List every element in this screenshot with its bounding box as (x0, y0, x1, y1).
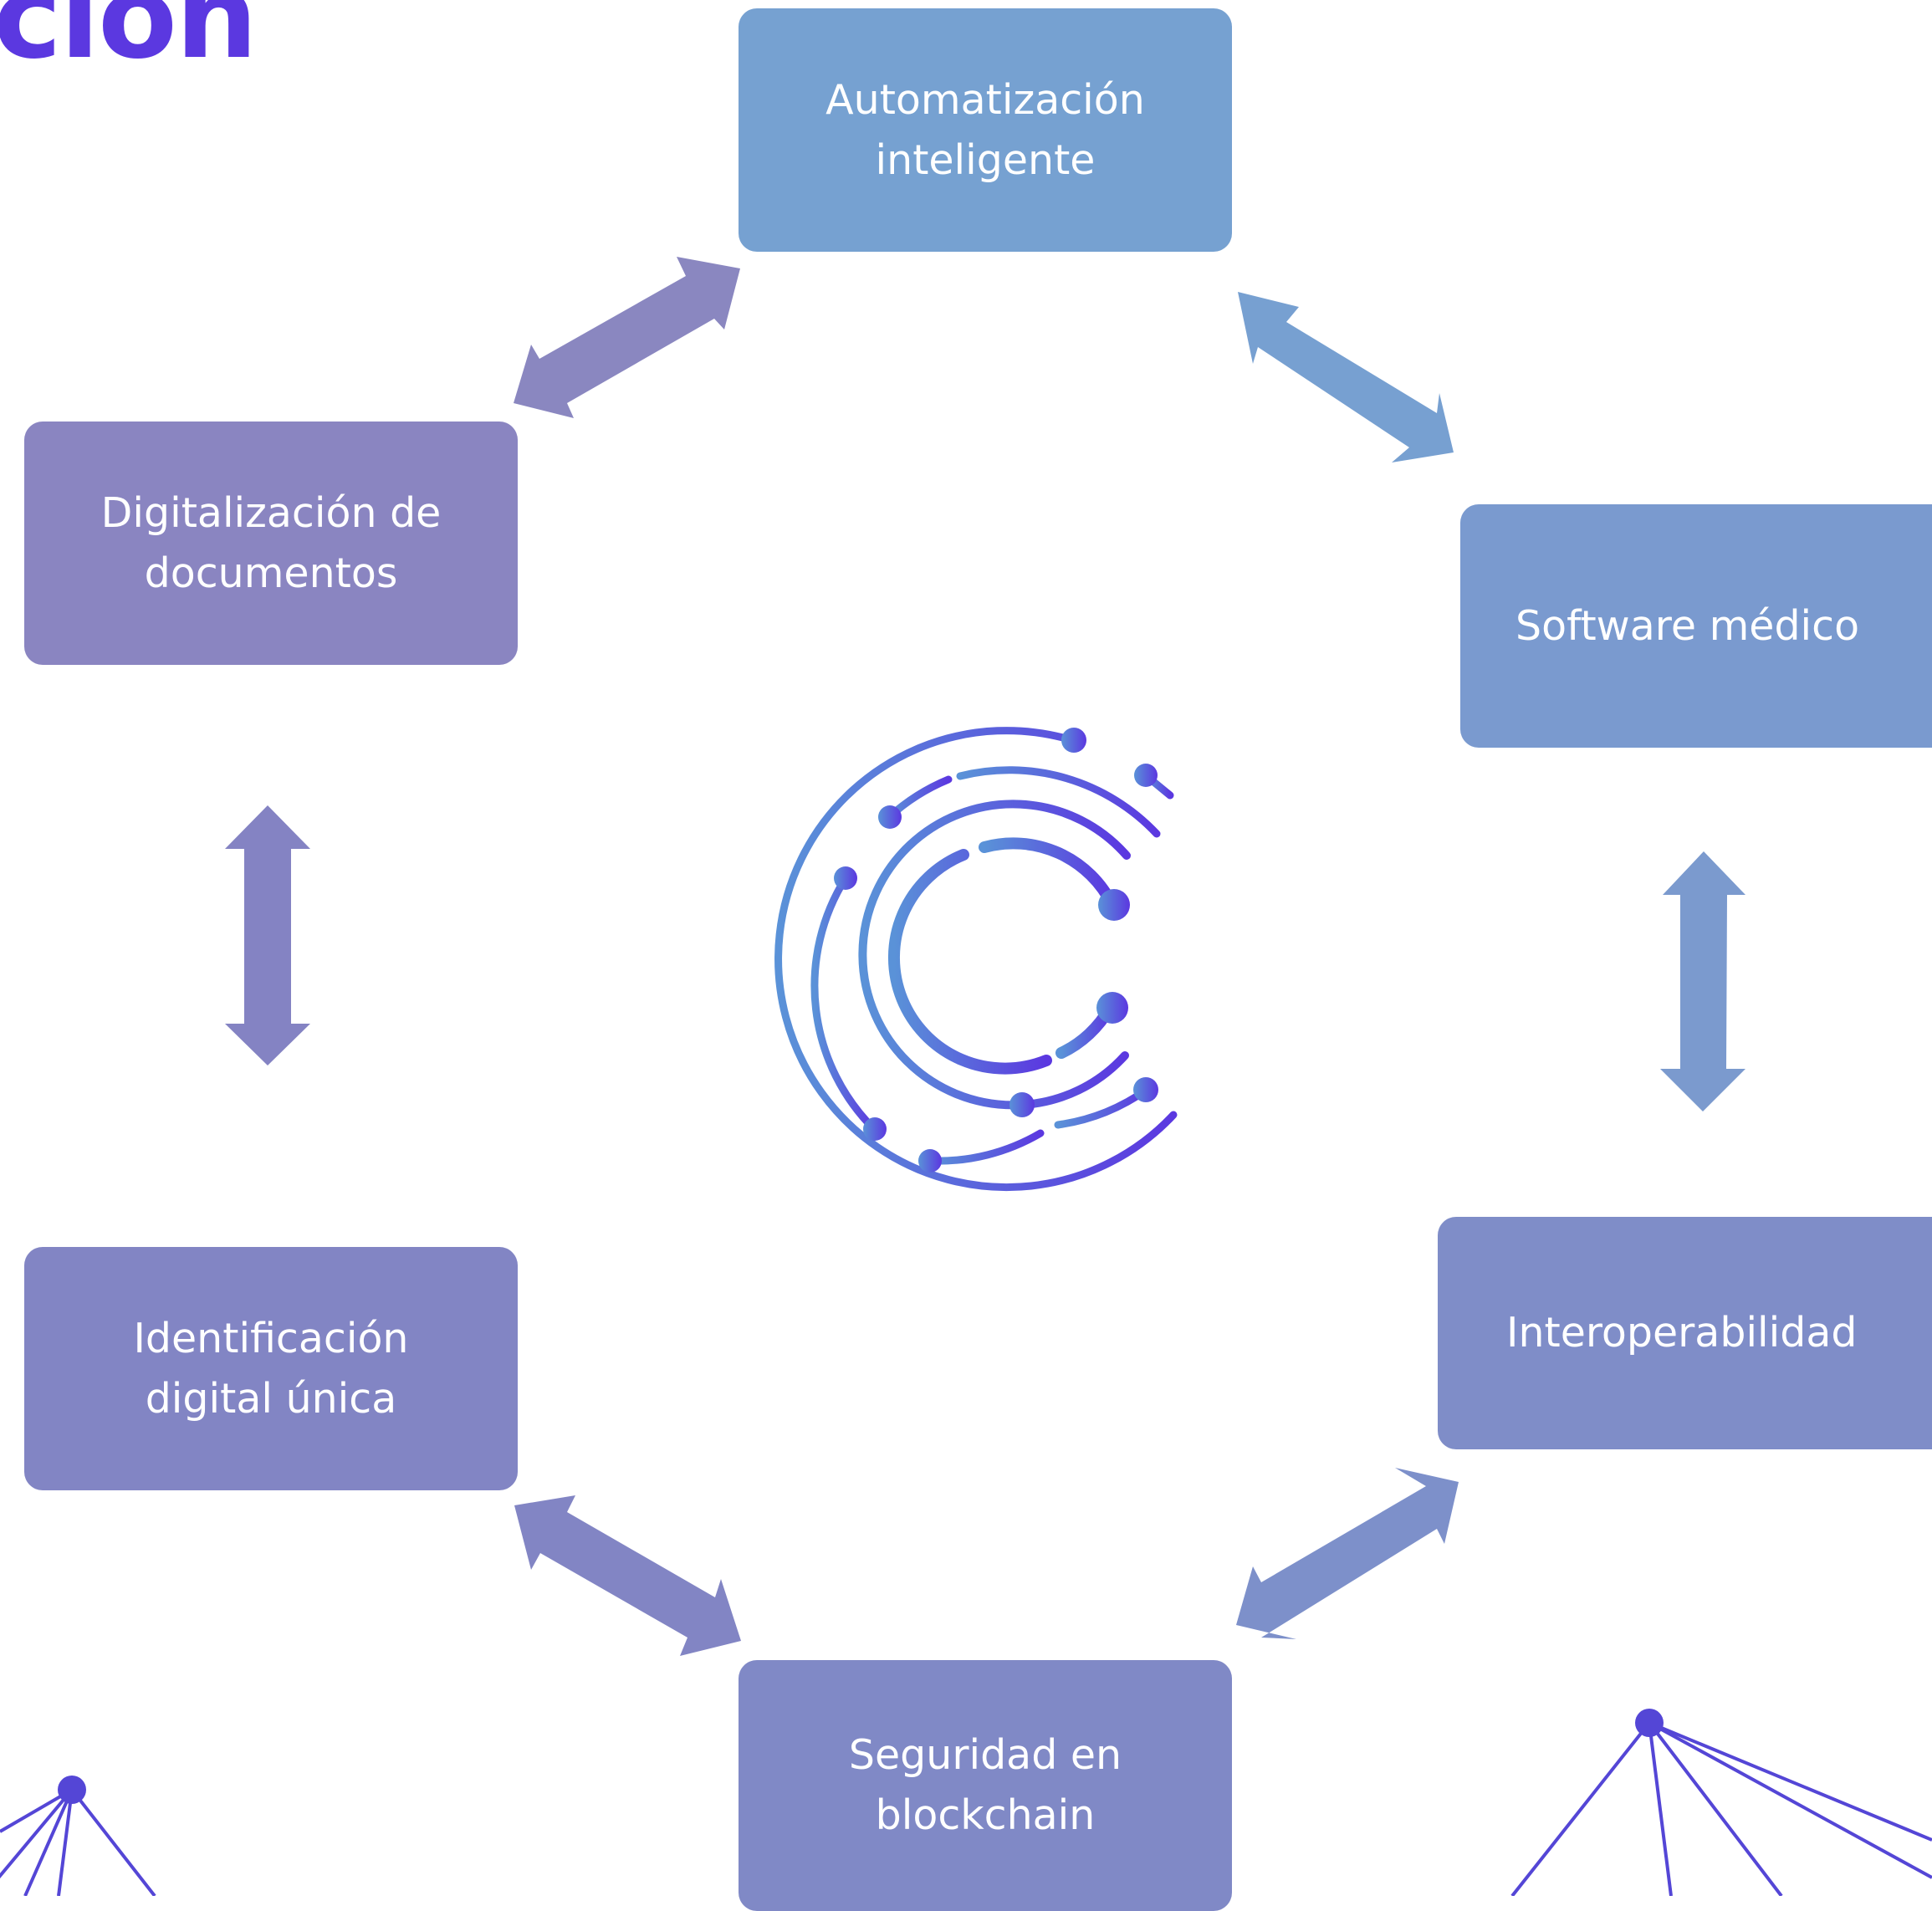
logo-dot (918, 1149, 942, 1173)
node-label: Identificación digital única (133, 1314, 409, 1423)
node-label: Interoperabilidad (1506, 1309, 1858, 1357)
logo-dot (863, 1117, 887, 1141)
logo-dot (1061, 728, 1086, 753)
logo-arc-outer (774, 727, 1178, 1192)
logo-dot (1133, 1077, 1158, 1102)
node-label: Software médico (1515, 601, 1860, 650)
node-automatizacion-inteligente: Automatización inteligente (739, 8, 1232, 252)
logo-dot (1134, 764, 1158, 787)
arrow-software-interoperabilidad (1660, 851, 1745, 1111)
node-interoperabilidad: Interoperabilidad (1438, 1217, 1932, 1449)
arrow-identificacion-seguridad (514, 1495, 741, 1656)
node-seguridad-blockchain: Seguridad en blockchain (739, 1660, 1232, 1911)
logo-dot (1096, 992, 1128, 1024)
logo-dot (1009, 1092, 1035, 1117)
node-identificacion-digital: Identificación digital única (24, 1247, 518, 1490)
logo-dot (834, 866, 857, 890)
logo-arc-2c (810, 874, 879, 1134)
node-label: Automatización inteligente (825, 75, 1145, 184)
logo-arc-2 (956, 766, 1161, 838)
arrow-interoperabilidad-seguridad (1236, 1468, 1459, 1639)
node-digitalizacion-documentos: Digitalización de documentos (24, 422, 518, 665)
page-title-fragment: ción (0, 0, 258, 84)
network-graph-icon (0, 1776, 156, 1896)
logo-arc-inner-top (979, 837, 1118, 911)
arrow-digitalizacion-identificacion (225, 805, 310, 1065)
arrow-automatizacion-digitalizacion (514, 257, 740, 418)
c-logo-icon (774, 727, 1178, 1192)
node-label: Digitalización de documentos (100, 488, 442, 597)
logo-dot (878, 805, 902, 829)
network-graph-icon (1510, 1709, 1932, 1896)
logo-dot (1098, 889, 1130, 921)
node-label: Seguridad en blockchain (848, 1731, 1122, 1839)
logo-arc-2d (927, 1129, 1045, 1165)
node-software-medico: Software médico (1460, 504, 1932, 748)
logo-arc-inner (887, 849, 1052, 1075)
arrow-automatizacion-software (1238, 292, 1454, 462)
